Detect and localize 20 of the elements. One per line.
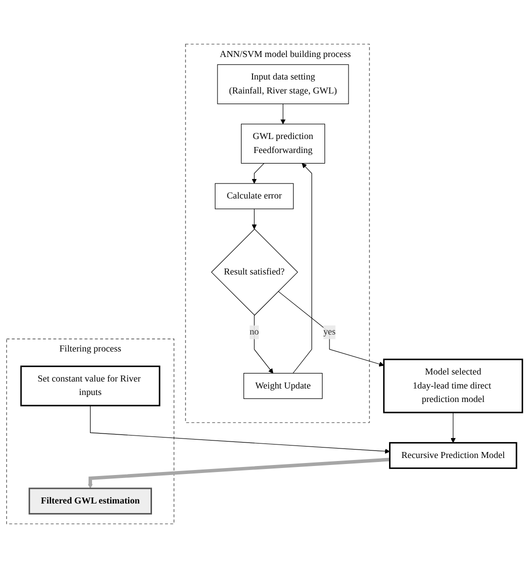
edge-label: yes (323, 327, 336, 337)
node-box: Input data setting (Rainfall, River stage, GWL) (217, 64, 349, 104)
arrow (292, 163, 312, 374)
arrow (252, 163, 264, 184)
node-box: Model selected 1day-lead time direct prediction model (383, 358, 524, 414)
node-box: GWL prediction Feedforwarding (240, 124, 326, 164)
node-box: Weight Update (243, 372, 323, 399)
arrow (450, 412, 456, 444)
arrow (278, 291, 384, 367)
node-box: Recursive Prediction Model (389, 442, 518, 469)
arrow (254, 314, 274, 374)
arrow (88, 458, 390, 489)
node-diamond: Result satisfied? (211, 228, 298, 316)
arrow (252, 208, 257, 230)
node-box: Filtered GWL estimation (28, 488, 152, 515)
node-box: Calculate error (214, 183, 294, 210)
node-box: Set constant value for River inputs (20, 366, 160, 406)
arrow (280, 104, 286, 124)
arrow (90, 405, 390, 454)
edge-label: no (250, 327, 259, 337)
